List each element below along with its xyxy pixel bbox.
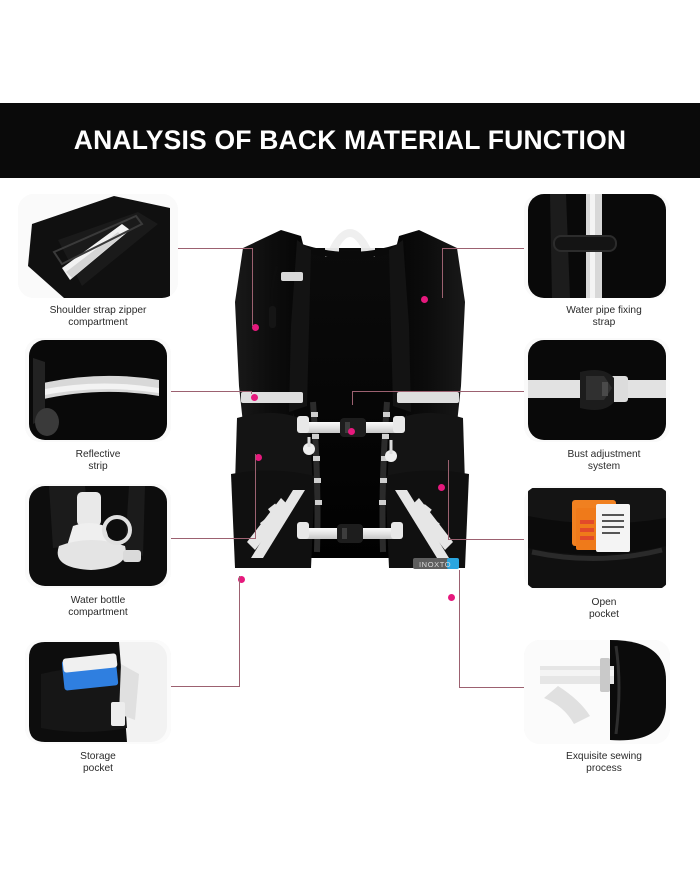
hotspot-reflective-strip[interactable] (251, 394, 258, 401)
thumb-water-pipe-fixing-strap (524, 194, 670, 298)
connector-line-reflective-strip-v (251, 391, 252, 394)
connector-line-bust-adjustment-system (352, 391, 542, 392)
caption-open-pocket: Open pocket (524, 597, 684, 622)
callout-reflective-strip[interactable]: Reflective strip (18, 338, 178, 474)
connector-line-exquisite-sewing-process (459, 687, 542, 688)
caption-line2: strap (592, 317, 616, 329)
caption-exquisite-sewing-process: Exquisite sewing process (524, 751, 684, 776)
connector-line-water-bottle-compartment-v (255, 454, 256, 539)
thumb-exquisite-sewing-process (524, 640, 670, 744)
caption-line2: pocket (82, 763, 113, 775)
caption-line1: Shoulder strap zipper (49, 305, 147, 316)
vest-illustration: INOXTO (231, 229, 469, 569)
connector-line-water-bottle-compartment (150, 538, 255, 539)
hotspot-shoulder-strap-zipper-compartment[interactable] (252, 324, 259, 331)
callout-water-bottle-compartment[interactable]: Water bottle compartment (18, 484, 178, 620)
thumb-open-pocket (524, 486, 670, 590)
caption-storage-pocket: Storage pocket (18, 751, 178, 776)
product-image-running-vest: INOXTO (185, 206, 515, 686)
caption-line1: Exquisite sewing (566, 751, 642, 762)
callout-exquisite-sewing-process[interactable]: Exquisite sewing process (524, 640, 684, 776)
infographic-stage: INOXTO (0, 178, 700, 838)
connector-line-shoulder-strap-zipper-compartment (152, 248, 252, 249)
caption-line2: compartment (68, 317, 128, 329)
caption-reflective-strip: Reflective strip (18, 449, 178, 474)
caption-water-bottle-compartment: Water bottle compartment (18, 595, 178, 620)
caption-line1: Bust adjustment (567, 449, 641, 460)
page-title: ANALYSIS OF BACK MATERIAL FUNCTION (73, 125, 627, 155)
hotspot-exquisite-sewing-process[interactable] (448, 594, 455, 601)
caption-bust-adjustment-system: Bust adjustment system (524, 449, 684, 474)
hotspot-bust-adjustment-system[interactable] (348, 428, 355, 435)
connector-line-exquisite-sewing-process-v (459, 570, 460, 688)
callout-water-pipe-fixing-strap[interactable]: Water pipe fixing strap (524, 194, 684, 330)
callout-open-pocket[interactable]: Open pocket (524, 486, 684, 622)
caption-line1: Open (591, 597, 617, 608)
connector-line-storage-pocket-v (239, 576, 240, 687)
caption-water-pipe-fixing-strap: Water pipe fixing strap (524, 305, 684, 330)
connector-line-water-pipe-fixing-strap (442, 248, 542, 249)
caption-line2: process (586, 763, 622, 775)
thumb-storage-pocket (25, 640, 171, 744)
thumb-reflective-strip (25, 338, 171, 442)
hotspot-open-pocket[interactable] (438, 484, 445, 491)
thumb-shoulder-strap-zipper-compartment (18, 194, 178, 298)
brand-label: INOXTO (413, 558, 459, 569)
connector-line-shoulder-strap-zipper-compartment-v (252, 248, 253, 326)
hotspot-water-pipe-fixing-strap[interactable] (421, 296, 428, 303)
title-banner: ANALYSIS OF BACK MATERIAL FUNCTION (0, 103, 700, 178)
caption-line1: Water pipe fixing (566, 305, 642, 316)
connector-line-open-pocket-v (448, 460, 449, 540)
caption-line2: compartment (68, 607, 128, 619)
svg-text:INOXTO: INOXTO (419, 560, 451, 569)
caption-line1: Water bottle (70, 595, 126, 606)
thumb-bust-adjustment-system (524, 338, 670, 442)
connector-line-reflective-strip (150, 391, 251, 392)
hotspot-storage-pocket[interactable] (238, 576, 245, 583)
caption-line2: system (587, 461, 621, 473)
callout-storage-pocket[interactable]: Storage pocket (18, 640, 178, 776)
caption-line1: Storage (80, 751, 116, 762)
connector-line-bust-adjustment-system-v (352, 391, 353, 405)
callout-shoulder-strap-zipper-compartment[interactable]: Shoulder strap zipper compartment (18, 194, 178, 330)
connector-line-storage-pocket (150, 686, 239, 687)
hotspot-water-bottle-compartment[interactable] (255, 454, 262, 461)
caption-line2: strip (88, 461, 108, 473)
caption-line2: pocket (588, 609, 619, 621)
callout-bust-adjustment-system[interactable]: Bust adjustment system (524, 338, 684, 474)
thumb-water-bottle-compartment (25, 484, 171, 588)
caption-shoulder-strap-zipper-compartment: Shoulder strap zipper compartment (18, 305, 178, 330)
caption-line1: Reflective (75, 449, 121, 460)
connector-line-water-pipe-fixing-strap-v (442, 248, 443, 298)
connector-line-open-pocket (448, 539, 542, 540)
